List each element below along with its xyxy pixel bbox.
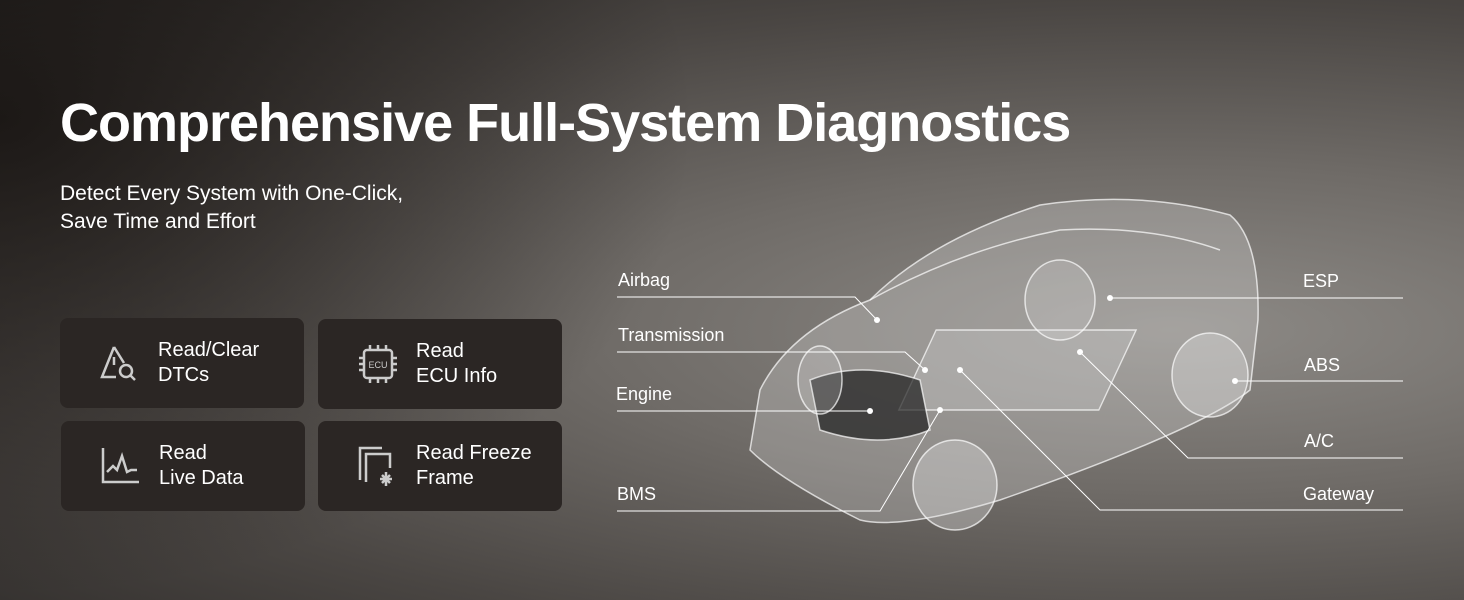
system-label-bms: BMS (617, 484, 657, 504)
feature-label: Live Data (159, 467, 244, 489)
car-illustration (749, 198, 1259, 531)
page-title: Comprehensive Full-System Diagnostics (60, 93, 1071, 153)
feature-label: Read (416, 340, 464, 362)
feature-label: Read Freeze (416, 442, 532, 464)
live-data-graph-icon (101, 448, 139, 484)
feature-label: Frame (416, 467, 474, 489)
subtitle-line-2: Save Time and Effort (60, 210, 256, 233)
svg-text:ECU: ECU (368, 360, 387, 370)
system-label-airbag: Airbag (618, 270, 671, 290)
subtitle-line-1: Detect Every System with One-Click, (60, 182, 404, 205)
feature-label: ECU Info (416, 365, 498, 387)
leader-lines (617, 296, 1403, 512)
system-label-ac: A/C (1304, 431, 1335, 451)
feature-label: Read (159, 442, 207, 464)
ecu-chip-icon: ECU (359, 345, 397, 383)
system-label-gateway: Gateway (1303, 484, 1375, 504)
warning-search-icon (100, 346, 136, 381)
feature-label: Read/Clear (158, 339, 260, 361)
freeze-frame-icon (358, 446, 392, 486)
feature-label: DTCs (158, 364, 210, 386)
subtitle: Detect Every System with One-Click, Save… (60, 180, 403, 236)
system-label-abs: ABS (1304, 355, 1341, 375)
system-label-esp: ESP (1303, 271, 1340, 291)
system-label-engine: Engine (616, 384, 673, 404)
system-label-transmission: Transmission (618, 325, 725, 345)
